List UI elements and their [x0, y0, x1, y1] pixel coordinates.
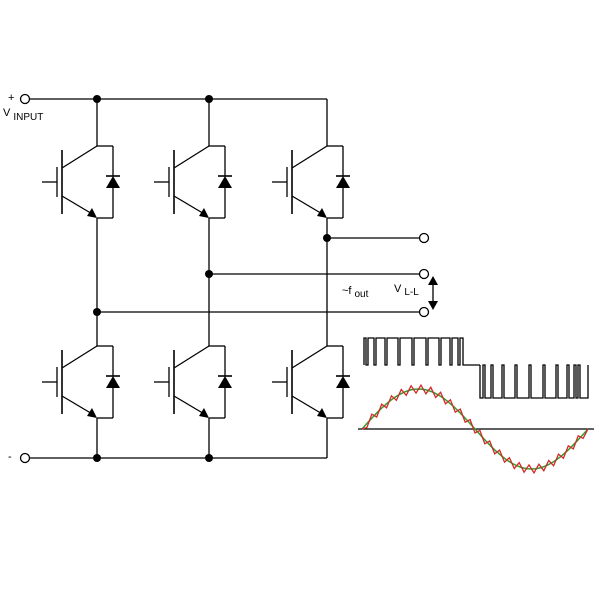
v-ll-subscript: L-L — [404, 287, 419, 298]
waveform-plot — [358, 337, 594, 475]
igbt-lower-leg-3 — [271, 338, 351, 426]
igbt-upper-leg-3 — [271, 138, 351, 226]
pwm-positive-pulses — [363, 337, 480, 366]
v-ll-main: V — [394, 283, 402, 295]
dc-negative-label: - — [8, 451, 12, 463]
igbt-lower-leg-2 — [153, 338, 233, 426]
line-voltage-arrow — [428, 276, 438, 310]
pwm-output-curve — [361, 383, 589, 475]
phase-output-terminal-2 — [418, 268, 430, 280]
igbt-lower-leg-1 — [41, 338, 121, 426]
dc-positive-label: + — [8, 92, 15, 104]
phase-output-terminal-3 — [418, 306, 430, 318]
f-out-main: ~f — [342, 285, 352, 297]
dc-negative-terminal — [19, 452, 31, 464]
junction-dots — [93, 95, 331, 462]
igbt-upper-leg-1 — [41, 138, 121, 226]
dc-positive-terminal — [19, 93, 31, 105]
f-out-subscript: out — [354, 289, 369, 300]
v-input-subscript: INPUT — [13, 112, 44, 123]
pwm-negative-pulses — [479, 364, 589, 399]
v-input-main: V — [3, 107, 11, 119]
dc-bus-wiring — [30, 98, 419, 459]
phase-output-terminal-1 — [418, 232, 430, 244]
igbt-upper-leg-2 — [153, 138, 233, 226]
